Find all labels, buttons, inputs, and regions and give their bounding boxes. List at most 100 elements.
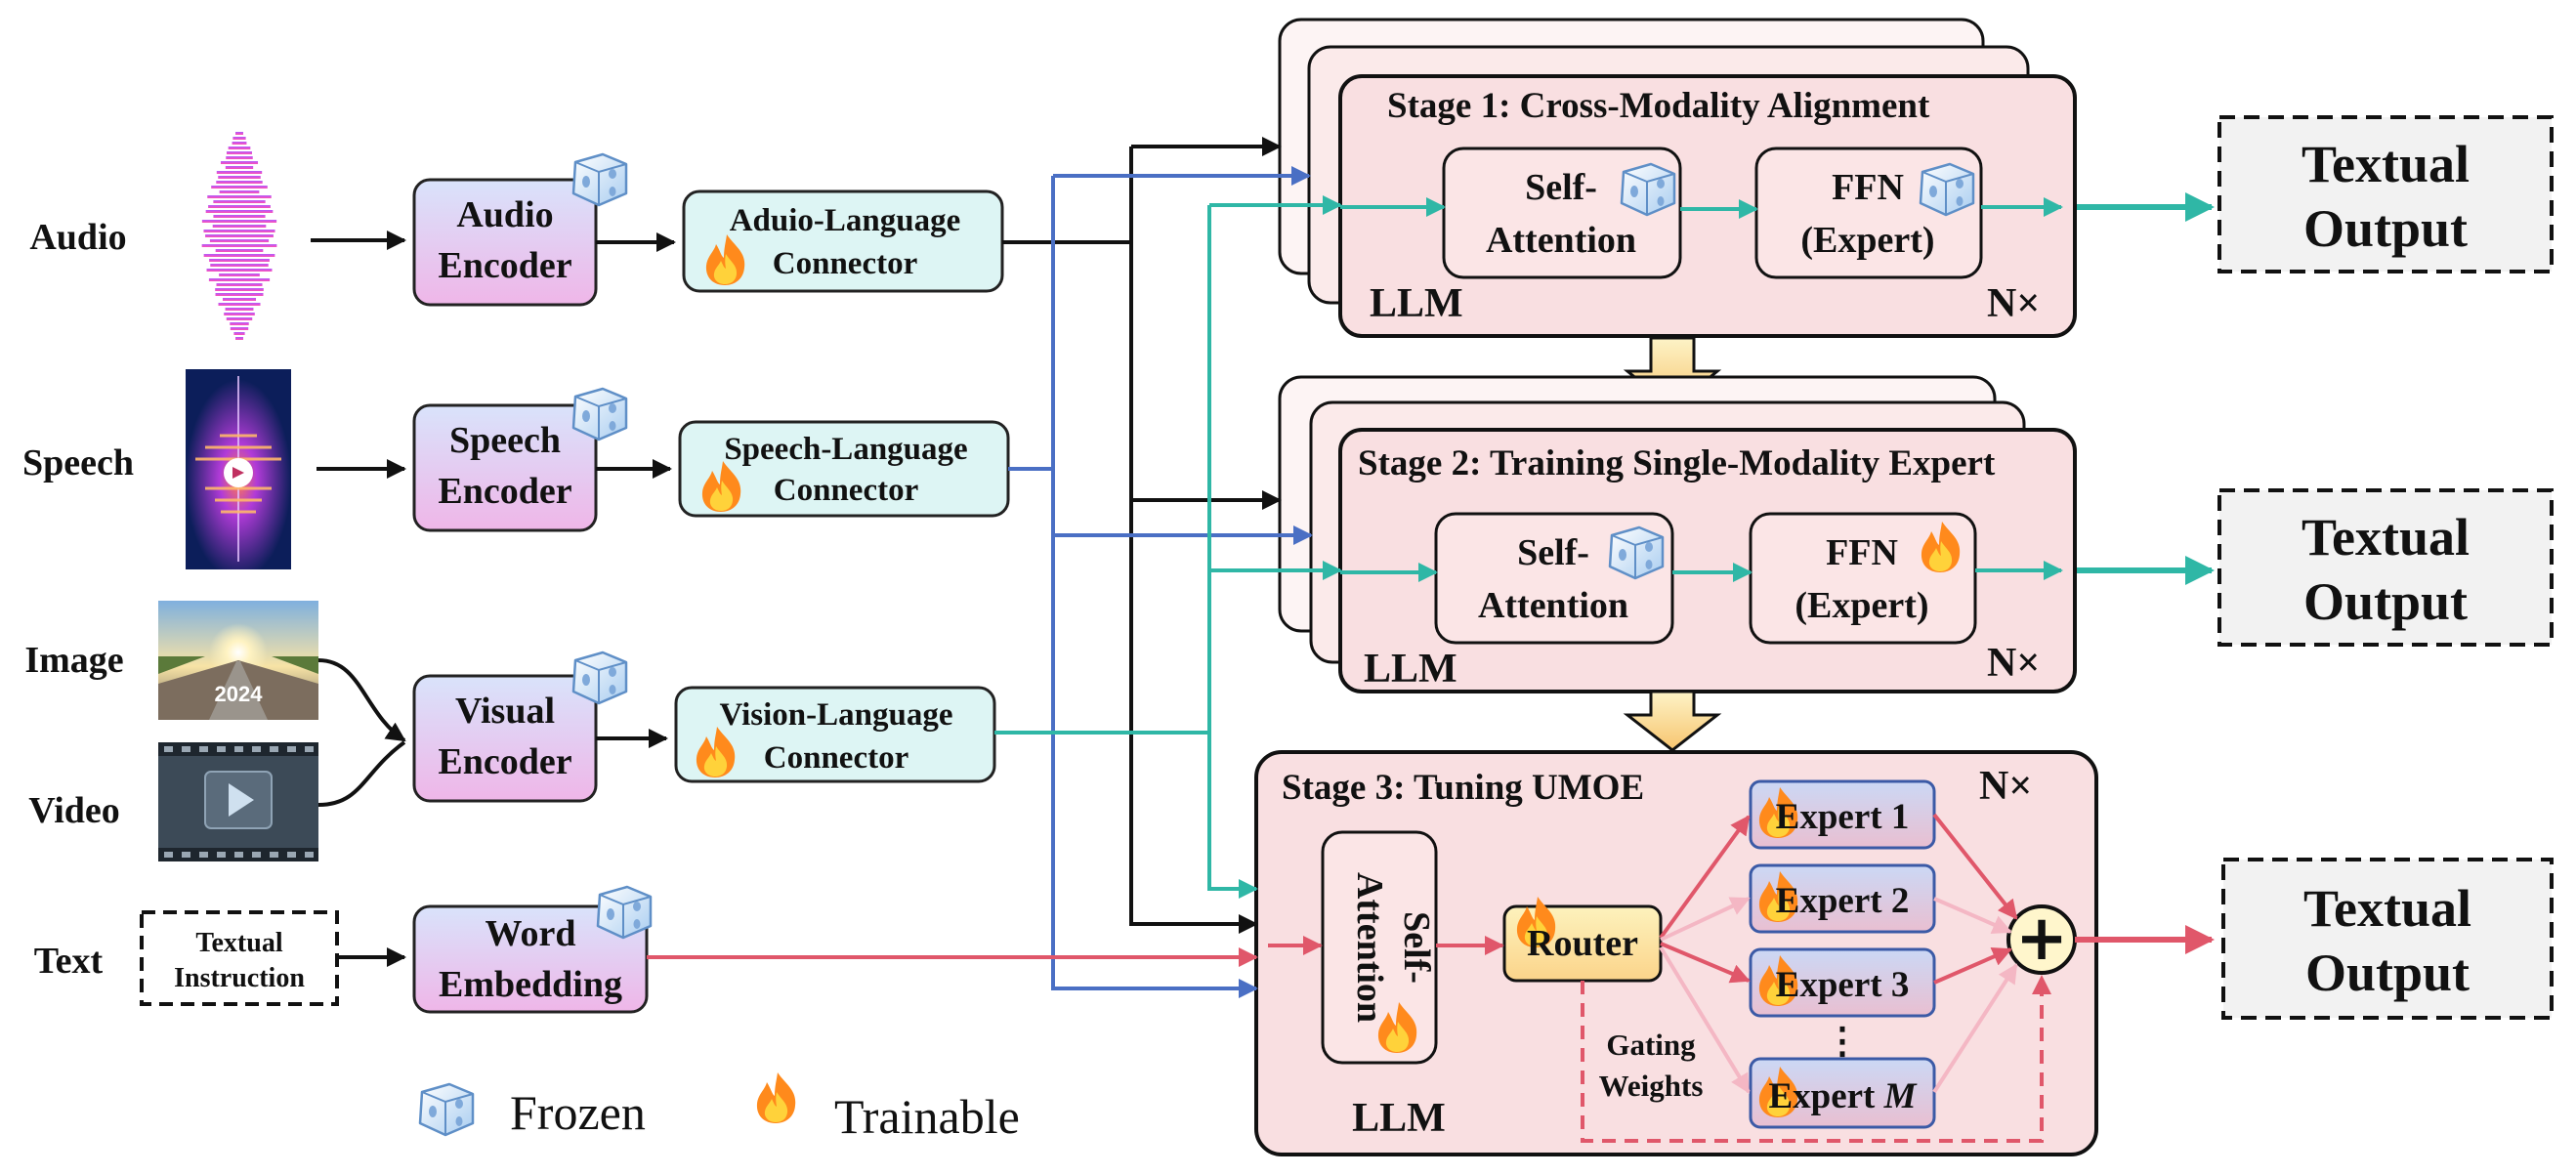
stage1-block: Stage 1: Cross-Modality Alignment Self- … (1278, 18, 2077, 338)
stage3-block: Stage 3: Tuning UMOE N× Self- Attention … (1254, 750, 2098, 1156)
waveform-bar (207, 195, 272, 198)
waveform-bar (225, 308, 254, 311)
film-hole (270, 746, 278, 752)
waveform-bar (205, 234, 274, 237)
speech-encoder-frozen-icon (571, 387, 628, 441)
output-1-line2: Output (2303, 199, 2468, 258)
vision-connector-line1: Vision-Language (720, 697, 953, 733)
textual-instruction-line2: Instruction (174, 963, 305, 993)
output-1-line1: Textual (2302, 135, 2470, 193)
stage2-to-stage3-arrow (1623, 690, 1722, 752)
output-2-line1: Textual (2302, 508, 2470, 567)
output-2-line2: Output (2303, 572, 2468, 631)
waveform-bar (213, 200, 266, 203)
film-hole (164, 746, 173, 752)
waveform-bar (209, 259, 270, 262)
experts-column: Expert 1 Expert 2 Expert 3 ⋮ Expert M (1749, 779, 1936, 1129)
stage2-attn-frozen-icon (1608, 525, 1665, 580)
input-arrows (311, 231, 676, 967)
waveform-bar (215, 249, 264, 252)
waveform-bar (213, 215, 266, 218)
film-hole (199, 852, 208, 858)
output-box-1: Textual Output (2217, 115, 2554, 273)
legend-frozen-icon (418, 1082, 475, 1137)
film-hole (182, 746, 190, 752)
input-label-audio: Audio (29, 217, 126, 258)
stage2-llm-label: LLM (1364, 647, 1457, 692)
gating-weights-line1: Gating (1606, 1028, 1696, 1062)
stage1-attn-line2: Attention (1486, 220, 1636, 261)
gating-weights-line2: Weights (1599, 1069, 1704, 1103)
stage2-block: Stage 2: Training Single-Modality Expert… (1278, 375, 2077, 693)
waveform-bar (226, 151, 253, 154)
image-thumbnail-icon: 2024 (158, 601, 318, 720)
expert-m-box (1749, 1057, 1936, 1129)
video-thumbnail-icon (158, 742, 318, 861)
audio-encoder-box: Audio Encoder (412, 178, 598, 307)
stage3-attn-line1: Self- (1396, 911, 1437, 984)
waveform-bar (212, 225, 267, 228)
film-hole (217, 746, 226, 752)
waveform-bar (208, 278, 271, 281)
audio-language-connector: Aduio-Language Connector (682, 189, 1004, 293)
waveform-bar (203, 254, 275, 257)
film-hole (305, 852, 314, 858)
vision-language-connector: Vision-Language Connector (674, 686, 996, 783)
waveform-bar (230, 327, 249, 330)
stage3-llm-label: LLM (1352, 1096, 1446, 1141)
film-hole (252, 852, 261, 858)
stage2-attn-line1: Self- (1517, 532, 1589, 573)
audio-connector-line2: Connector (773, 246, 917, 281)
word-embedding-line1: Word (486, 913, 576, 954)
output-box-3: Textual Output (2221, 858, 2554, 1020)
waveform-bar (201, 244, 277, 247)
speech-encoder-line1: Speech (449, 420, 561, 461)
waveform-bar (216, 283, 263, 286)
waveform-bar (226, 156, 253, 159)
word-embedding-line2: Embedding (439, 964, 622, 1005)
speech-encoder-line2: Encoder (438, 471, 571, 512)
waveform-bar (215, 293, 264, 296)
waveform-bar (225, 166, 254, 169)
stage2-title: Stage 2: Training Single-Modality Expert (1358, 443, 1996, 483)
word-embedding-frozen-icon (596, 885, 653, 940)
waveform-bar (219, 190, 260, 193)
speech-thumbnail-icon (186, 369, 291, 569)
waveform-bar (211, 186, 268, 189)
router-label: Router (1527, 923, 1638, 964)
audio-encoder-line2: Encoder (438, 245, 571, 286)
waveform-bar (235, 132, 243, 135)
stage2-ffn-line2: (Expert) (1795, 585, 1928, 626)
visual-encoder-line1: Visual (455, 691, 555, 732)
audio-connector-line1: Aduio-Language (730, 203, 961, 238)
waveform-bar (215, 288, 264, 291)
stage1-ffn-frozen-icon (1919, 162, 1975, 217)
waveform-bar (201, 220, 277, 223)
stage1-ffn-line2: (Expert) (1800, 220, 1934, 261)
waveform-bar (232, 137, 246, 140)
legend-trainable-label: Trainable (834, 1089, 1020, 1144)
routing-lines (647, 137, 2215, 1143)
stage3-attn-line2: Attention (1349, 872, 1390, 1023)
legend-frozen-label: Frozen (510, 1085, 646, 1140)
speech-language-connector: Speech-Language Connector (678, 420, 1010, 518)
waveform-bar (233, 332, 245, 335)
stage3-repeat-label: N× (1979, 764, 2032, 809)
speech-connector-line1: Speech-Language (724, 432, 967, 467)
sum-node-symbol: + (2015, 903, 2068, 975)
legend-trainable-icon (756, 1072, 796, 1123)
input-label-speech: Speech (22, 442, 134, 483)
waveform-bar (203, 230, 275, 232)
waveform-bar (232, 142, 247, 145)
stage1-title: Stage 1: Cross-Modality Alignment (1387, 86, 1930, 126)
textual-instruction-box (140, 910, 339, 1006)
expert-m-label: Expert M (1768, 1076, 1917, 1116)
waveform-bar (224, 313, 255, 315)
output-3-line2: Output (2305, 944, 2470, 1002)
waveform-bar (228, 147, 251, 149)
waveform-bar (218, 303, 261, 306)
stage1-attn-frozen-icon (1620, 162, 1676, 217)
stage2-attn-line2: Attention (1478, 585, 1628, 626)
film-hole (252, 746, 261, 752)
